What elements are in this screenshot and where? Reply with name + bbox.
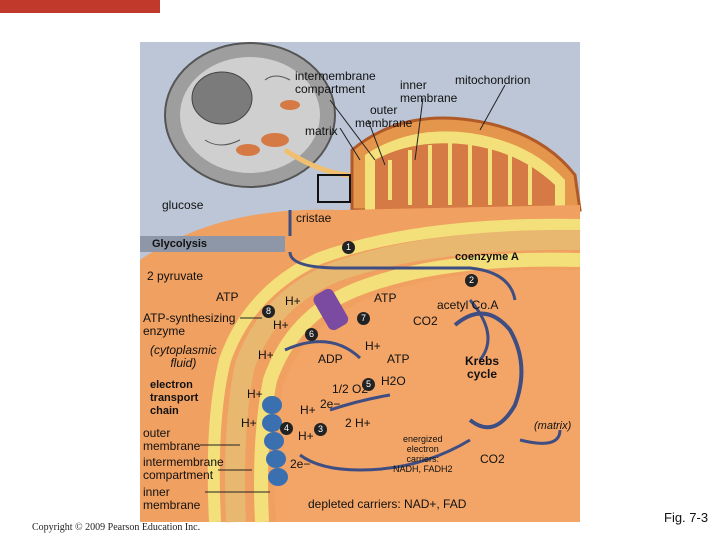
label-electron-transport-chain: electron transport chain [150,379,199,417]
label-atp-upper: ATP [374,291,397,305]
step-8-marker: 8 [262,305,275,318]
leader-lines [200,84,506,493]
label-h2o: H2O [381,374,406,388]
label-matrix: (matrix) [534,420,572,432]
title-accent-bar [0,0,160,13]
label-atp-left: ATP [216,290,239,304]
step-5-marker: 5 [362,378,375,391]
label-outer-membrane: outer membrane [143,426,201,453]
pathway-arrows [284,210,562,472]
label-depleted-carriers: depleted carriers: NAD+, FAD [308,497,467,511]
cell-illustration [164,42,336,188]
label-cytoplasmic-fluid: (cytoplasmic fluid) [150,343,217,370]
step-2-marker: 2 [465,274,478,287]
label-inner-membrane: inner membrane [143,485,201,512]
label-co2-lower: CO2 [480,452,505,466]
label-h-plus-7: H+ [300,403,316,417]
step-4-marker: 4 [280,422,293,435]
label-adp: ADP [318,352,343,366]
step-3-marker: 3 [314,423,327,436]
label-cristae: cristae [296,211,332,225]
label-inner-membrane-top: inner membrane [400,78,458,105]
copyright-text: Copyright © 2009 Pearson Education Inc. [32,522,201,533]
label-matrix-top: matrix [305,124,338,138]
label-outer-membrane-top: outer membrane [355,103,413,130]
label-glucose: glucose [162,198,204,212]
outer-membrane-band [207,218,581,523]
label-h-plus-1: H+ [285,294,301,308]
step-7-marker: 7 [357,312,370,325]
figure-label: Fig. 7-3 [664,510,709,525]
zoom-box [317,174,351,203]
label-two-e-upper: 2e− [320,397,341,411]
etc-proteins [262,288,349,486]
label-glycolysis: Glycolysis [152,238,208,250]
glycolysis-box [140,236,285,252]
matrix-region [274,269,580,522]
label-atp-synthesizing-enzyme: ATP-synthesizing enzyme [143,311,236,338]
label-h-plus-2: H+ [273,318,289,332]
label-h-plus-5: H+ [241,416,257,430]
label-coenzyme-a: coenzyme A [455,251,519,263]
label-co2: CO2 [413,314,438,328]
krebs-cycle-arrow [453,311,524,430]
label-intermembrane-compartment-top: intermembrane compartment [295,69,376,96]
label-h-plus-6: H+ [365,339,381,353]
label-h-plus-4: H+ [247,387,263,401]
step-6-marker: 6 [305,328,318,341]
mitochondrion-shape [350,116,582,212]
label-atp-mid: ATP [387,352,410,366]
label-h-plus-8: H+ [298,429,314,443]
label-pyruvate: 2 pyruvate [147,269,204,283]
step-1-marker: 1 [342,241,355,254]
label-intermembrane-compartment: intermembrane compartment [143,455,224,482]
label-h-plus-3: H+ [258,348,274,362]
label-two-e-lower: 2e− [290,457,311,471]
label-half-o2: 1/2 O2 [332,382,369,396]
inner-membrane-band [254,252,581,523]
label-acetyl-coa: acetyl Co.A [437,298,499,312]
label-energized-carriers: energized electron carriers: NADH, FADH2 [393,434,453,474]
label-mitochondrion: mitochondrion [455,73,531,87]
label-krebs-cycle: Krebs cycle [465,354,500,381]
label-two-h: 2 H+ [345,416,371,430]
